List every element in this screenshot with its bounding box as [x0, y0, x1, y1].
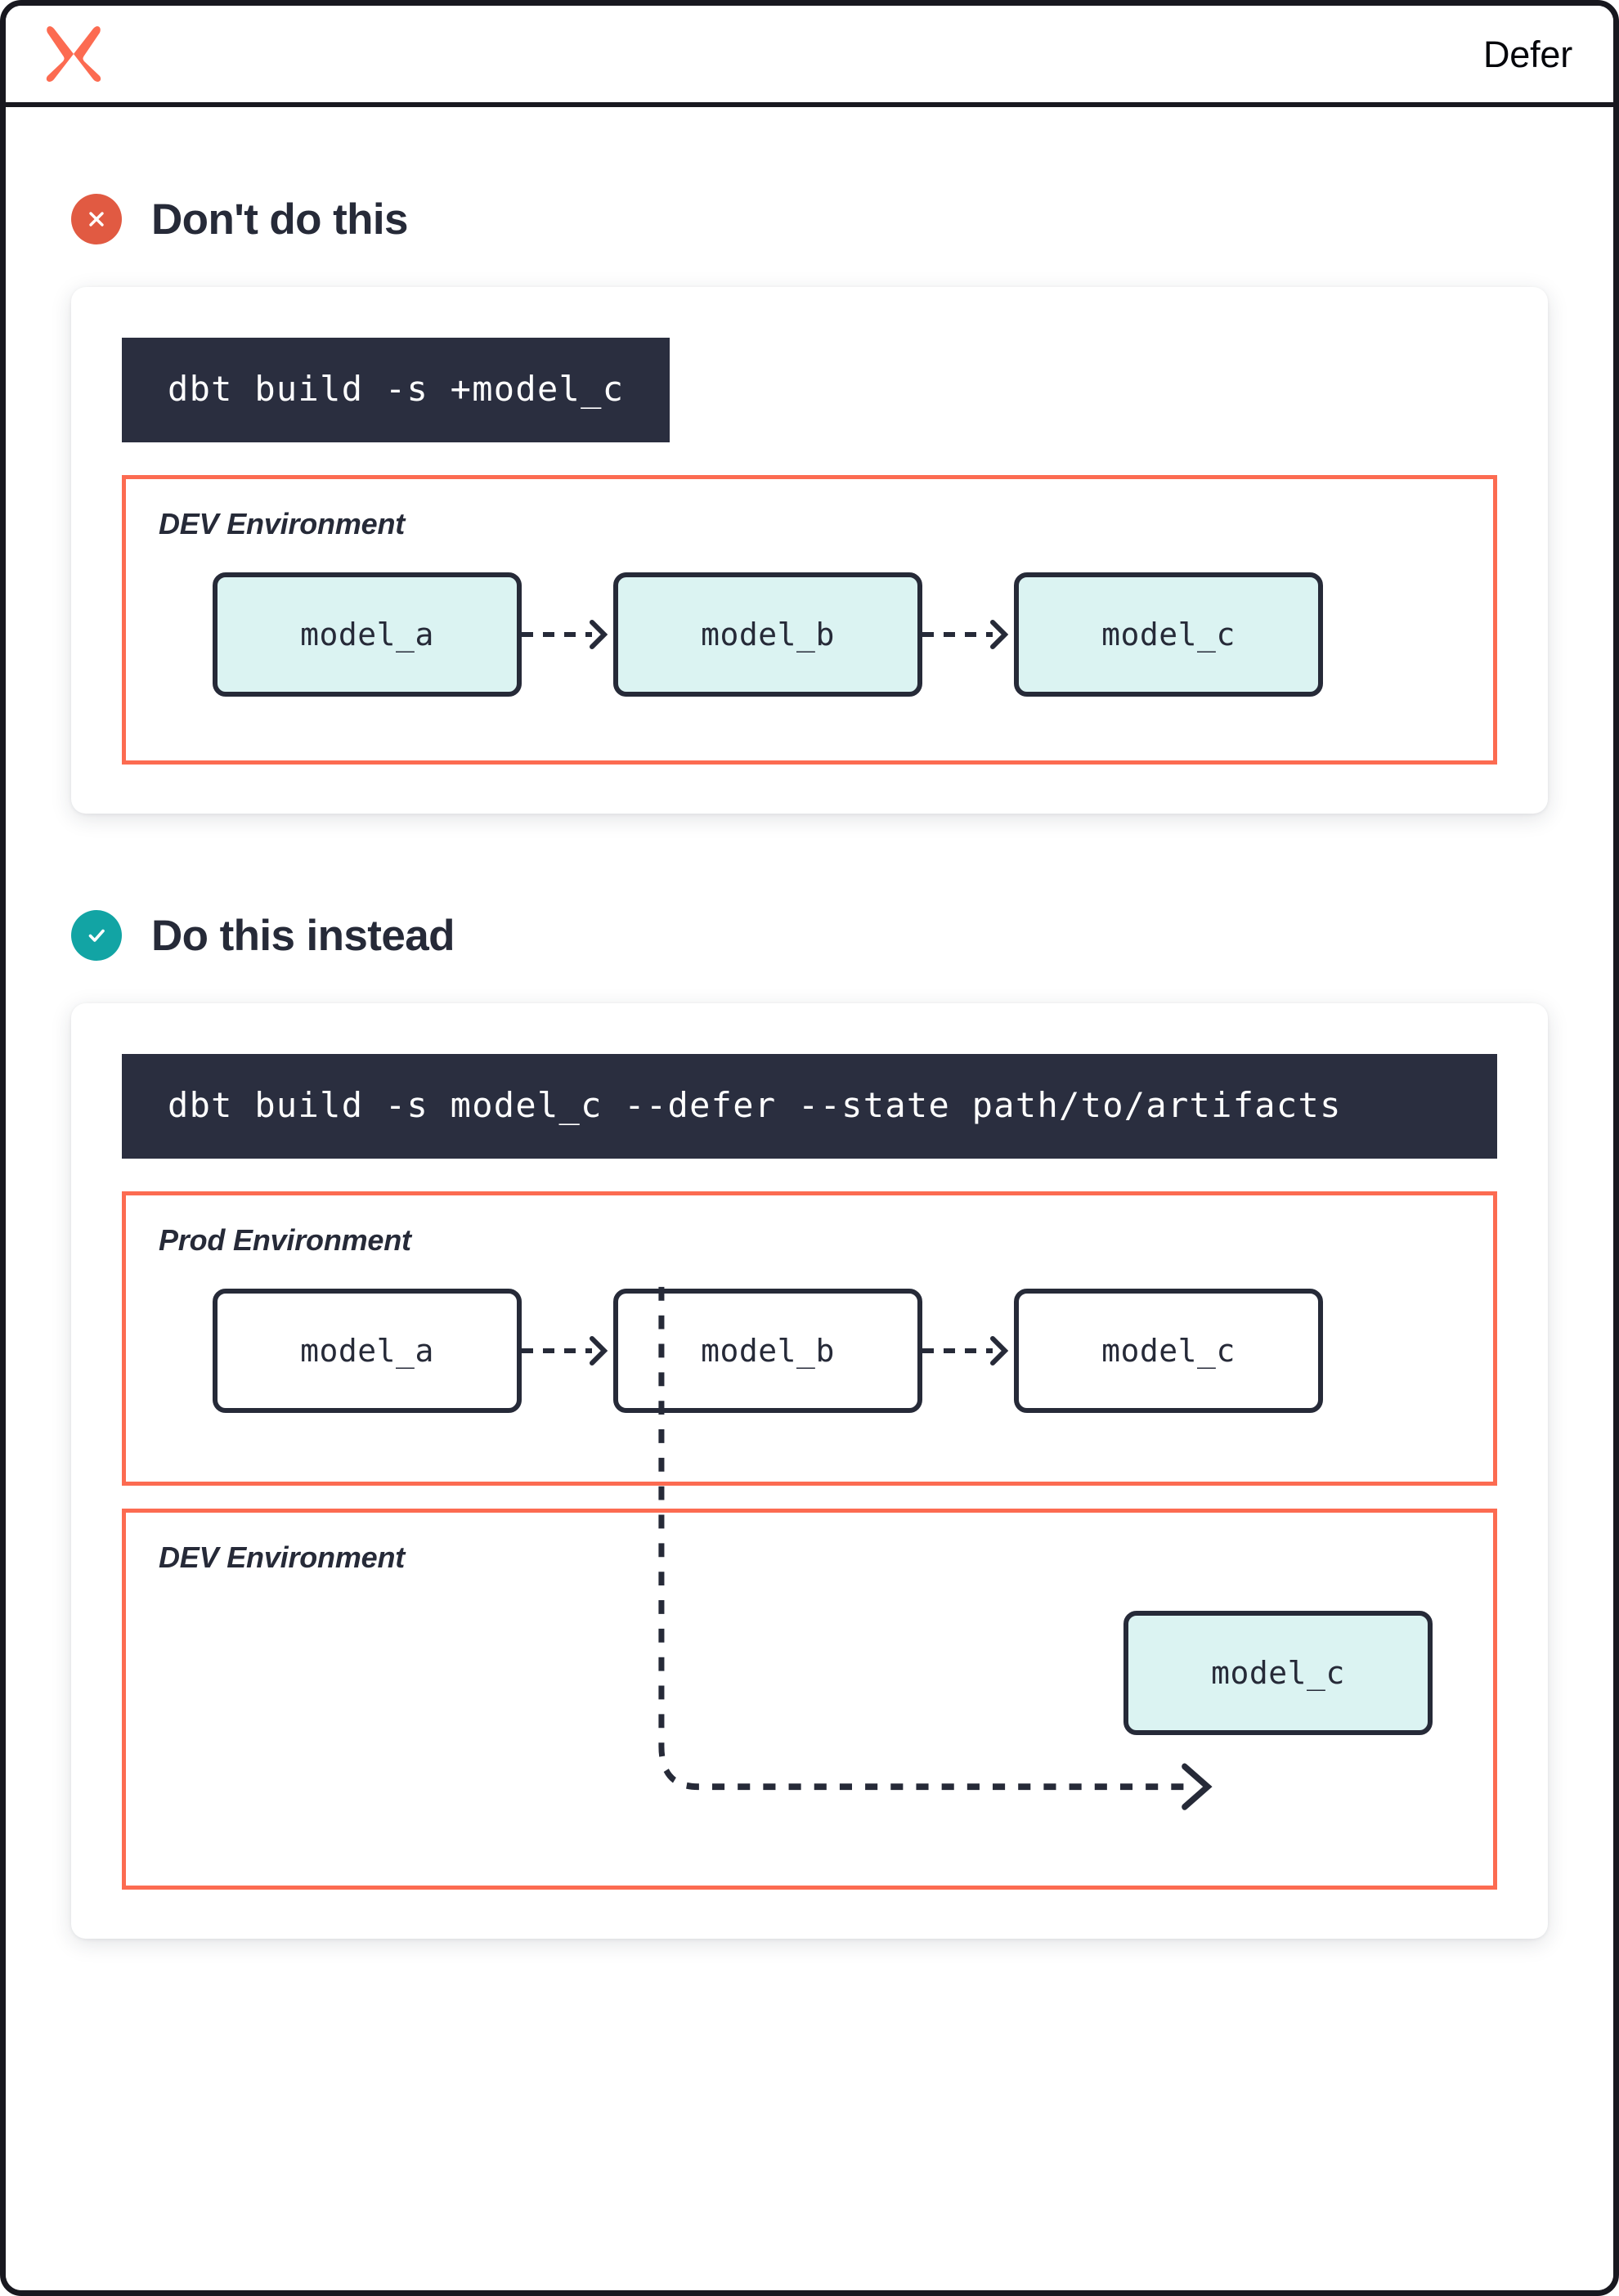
dashed-arrow-icon [922, 618, 1014, 651]
dag-row-prod: model_a model_b [159, 1289, 1460, 1413]
model-node[interactable]: model_a [213, 572, 522, 697]
page-title: Defer [1482, 33, 1572, 75]
x-circle-icon [71, 194, 122, 244]
section-header-dont: Don't do this [71, 194, 1548, 244]
section-title-dont: Don't do this [151, 195, 409, 244]
section-title-do: Do this instead [151, 911, 455, 960]
dag-row-dev-1: model_a model_b mode [159, 572, 1460, 697]
env-border-segment [573, 1482, 1497, 1486]
page-header: Defer [6, 6, 1613, 107]
model-node[interactable]: model_b [613, 1289, 922, 1413]
model-node[interactable]: model_c [1123, 1611, 1433, 1735]
card-do: dbt build -s model_c --defer --state pat… [71, 1003, 1548, 1939]
page-body: Don't do this dbt build -s +model_c DEV … [6, 112, 1613, 2290]
dag-row-dev-2: model_c [159, 1575, 1460, 1787]
env-label-dev-2: DEV Environment [159, 1540, 406, 1574]
env-stack: Prod Environment model_a model_b [122, 1191, 1497, 1890]
dashed-arrow-icon [522, 618, 613, 651]
env-box-prod: Prod Environment model_a model_b [122, 1191, 1497, 1486]
env-label-prod: Prod Environment [159, 1223, 411, 1257]
env-border-segment [122, 1509, 663, 1513]
env-border-segment [122, 1482, 663, 1486]
dashed-arrow-icon [522, 1334, 613, 1367]
env-box-dev-1: DEV Environment model_a model_b [122, 475, 1497, 765]
dbt-logo-icon [43, 22, 104, 86]
code-block-dont: dbt build -s +model_c [122, 338, 670, 442]
check-circle-icon [71, 910, 122, 961]
env-box-dev-2: DEV Environment model_c [122, 1509, 1497, 1890]
code-block-do: dbt build -s model_c --defer --state pat… [122, 1054, 1497, 1159]
model-node[interactable]: model_a [213, 1289, 522, 1413]
env-border-segment [573, 1509, 1497, 1513]
card-dont: dbt build -s +model_c DEV Environment mo… [71, 287, 1548, 814]
section-header-do: Do this instead [71, 910, 1548, 961]
dashed-arrow-icon [922, 1334, 1014, 1367]
model-node[interactable]: model_c [1014, 1289, 1323, 1413]
model-node[interactable]: model_b [613, 572, 922, 697]
env-label-dev-1: DEV Environment [159, 507, 406, 540]
model-node[interactable]: model_c [1014, 572, 1323, 697]
